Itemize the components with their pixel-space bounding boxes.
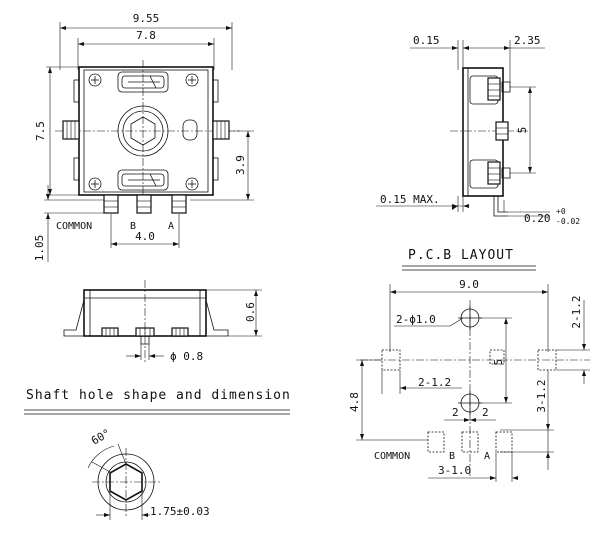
pcb-layout: P.C.B LAYOUT 9.0 2-ϕ1.0 <box>348 248 590 482</box>
screw-hole-tl <box>88 73 102 87</box>
pin-label-common: COMMON <box>56 221 92 232</box>
shaft-hole-title: Shaft hole shape and dimension <box>26 388 291 403</box>
pcb-hole-label: 2-ϕ1.0 <box>396 313 436 326</box>
pcb-right-top-label: 2-1.2 <box>570 295 583 328</box>
pcb-pad-common <box>427 431 445 453</box>
pcb-pad-b <box>461 431 479 453</box>
pcb-height-left: 4.8 <box>348 392 361 412</box>
side-upper-housing <box>469 75 511 105</box>
pcb-bottom-label: 3-1.0 <box>438 464 471 477</box>
shaft-angle: 60° <box>89 426 113 447</box>
bottom-shaft-diameter: ϕ 0.8 <box>170 350 203 363</box>
pin-common <box>103 194 119 214</box>
pcb-spacing-left: 2 <box>452 406 459 419</box>
front-height-overall: 7.5 <box>34 121 47 141</box>
pcb-pad-center <box>489 349 505 365</box>
front-pin-height: 1.05 <box>33 235 46 262</box>
front-width-body: 7.8 <box>136 29 156 42</box>
index-slot <box>182 119 198 141</box>
shaft-hole-detail: Shaft hole shape and dimension 60° 1.75±… <box>24 388 291 520</box>
front-width-overall: 9.55 <box>133 12 160 25</box>
side-thickness-plus: +0 <box>556 207 566 216</box>
screw-hole-br <box>185 177 199 191</box>
pin-a <box>171 194 187 214</box>
screw-hole-tr <box>185 73 199 87</box>
side-view: 0.15 2.35 5 <box>376 34 580 226</box>
side-lower-housing <box>469 159 511 189</box>
pcb-title: P.C.B LAYOUT <box>408 248 514 263</box>
pcb-center-pitch: 5 <box>492 359 505 366</box>
side-terminal-left <box>62 120 80 140</box>
screw-hole-bl <box>88 177 102 191</box>
side-terminal-right <box>212 120 230 140</box>
side-depth: 2.35 <box>514 34 541 47</box>
pin-label-b: B <box>130 221 136 232</box>
bottom-height: 0.6 <box>244 302 257 322</box>
pcb-spacing-right: 2 <box>482 406 489 419</box>
side-offset-left: 0.15 <box>413 34 440 47</box>
side-middle-tab <box>495 121 509 141</box>
pcb-right-mid-label: 3-1.2 <box>535 379 548 412</box>
front-pin-pitch: 4.0 <box>135 230 155 243</box>
side-max-label: 0.15 MAX. <box>380 193 440 206</box>
pcb-width: 9.0 <box>459 278 479 291</box>
front-pin-offset: 3.9 <box>234 155 247 175</box>
pin-b <box>136 194 152 214</box>
pcb-pad-a <box>495 431 513 453</box>
side-thickness: 0.20 <box>524 212 551 225</box>
pcb-pad-mid-label: 2-1.2 <box>418 376 451 389</box>
pin-label-a: A <box>168 221 174 232</box>
pcb-pin-common: COMMON <box>374 451 410 462</box>
bottom-view: 0.6 ϕ 0.8 <box>63 280 262 363</box>
front-view: 9.55 7.8 <box>33 12 254 262</box>
pcb-pin-b: B <box>449 451 455 462</box>
shaft-size: 1.75±0.03 <box>150 505 210 518</box>
pcb-pin-a: A <box>484 451 490 462</box>
side-thickness-minus: -0.02 <box>556 217 580 226</box>
side-pitch: 5 <box>516 127 529 134</box>
